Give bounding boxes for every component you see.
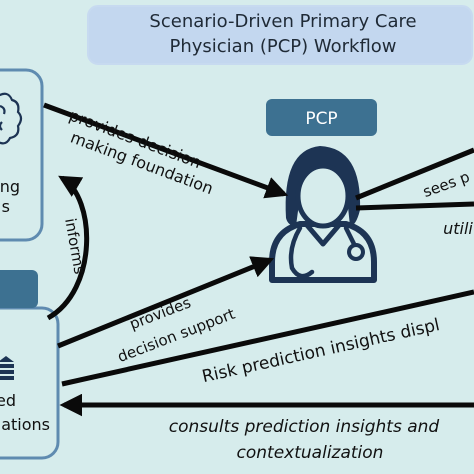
left-bottom-node: ed ations xyxy=(0,270,60,460)
left-bottom-label-line-2: ations xyxy=(1,415,50,434)
arrow-decision-support: provides decision support xyxy=(57,256,275,366)
label-consults-1: consults prediction insights and xyxy=(169,417,440,437)
title-box: Scenario-Driven Primary Care Physician (… xyxy=(87,5,473,65)
pcp-badge: PCP xyxy=(266,99,377,136)
brain-icon xyxy=(0,92,23,145)
line-risk-insights: Risk prediction insights displ xyxy=(61,289,474,387)
arrow-sees: sees p xyxy=(355,147,474,201)
left-top-label-line-2: s xyxy=(2,197,10,216)
arrow-consults: consults prediction insights and context… xyxy=(59,393,474,463)
arrow-utilizes: utili xyxy=(355,201,474,238)
stack-icon xyxy=(0,356,14,380)
pcp-label: PCP xyxy=(305,109,337,129)
label-utilizes: utili xyxy=(443,219,473,238)
arrow-provides-foundation: provides decision- making foundation xyxy=(43,102,289,199)
left-top-label-line-1: ing xyxy=(0,177,20,196)
left-top-node: ing s xyxy=(0,68,44,242)
arrow-informs: informs xyxy=(46,175,90,321)
doctor-icon xyxy=(269,146,377,283)
left-bottom-badge xyxy=(0,270,38,308)
label-consults-2: contextualization xyxy=(237,443,384,463)
label-sees: sees p xyxy=(420,168,472,201)
title-line-1: Scenario-Driven Primary Care xyxy=(149,11,416,32)
title-line-2: Physician (PCP) Workflow xyxy=(169,36,396,57)
left-bottom-label-line-1: ed xyxy=(0,391,16,410)
